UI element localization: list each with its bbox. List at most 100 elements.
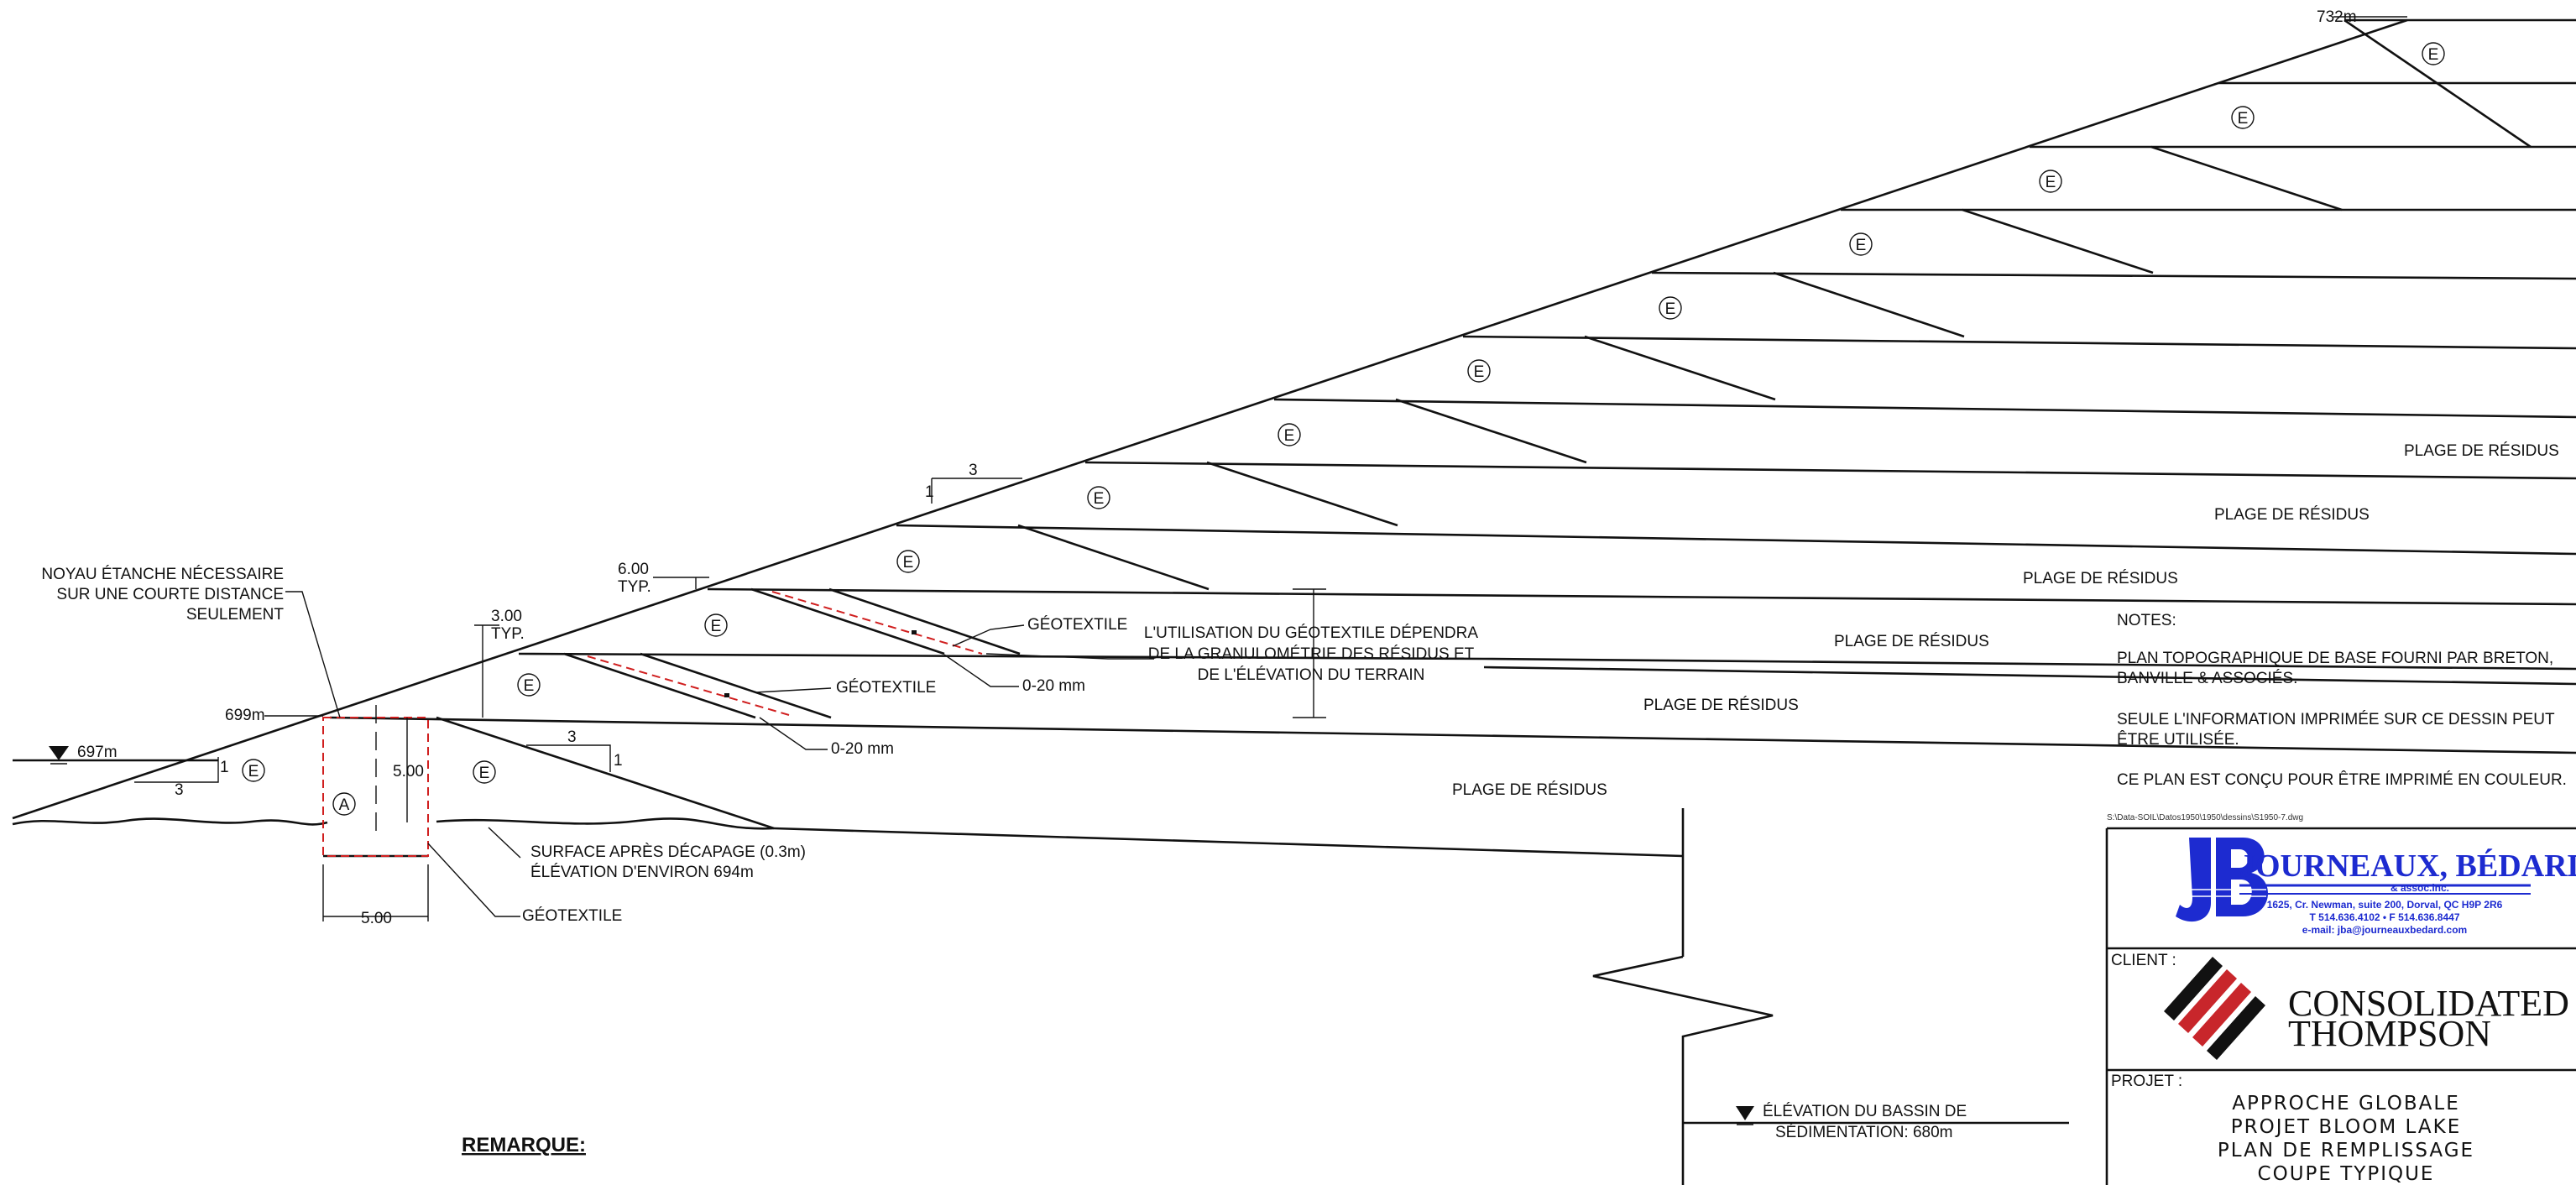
firm-subtitle: & assoc.inc. <box>2391 882 2449 894</box>
geotextile-note: L'UTILISATION DU GÉOTEXTILE DÉPENDRA DE … <box>1144 624 1478 684</box>
water-level-symbol <box>49 746 69 765</box>
geotextile-label-upper: GÉOTEXTILE <box>1027 616 1127 634</box>
geotextile-label-lower: GÉOTEXTILE <box>836 679 936 697</box>
tailings-beach-label: PLAGE DE RÉSIDUS <box>1452 781 1607 799</box>
svg-text:E: E <box>479 765 490 782</box>
lift-height-dim: 3.00 <box>491 608 522 625</box>
geotextile-label-core: GÉOTEXTILE <box>522 907 622 925</box>
svg-text:E: E <box>1665 300 1676 318</box>
filter-marker <box>724 693 729 697</box>
core-depth-dim: 5.00 <box>393 763 424 780</box>
svg-text:E: E <box>1474 363 1485 381</box>
project-line-2: PROJET BLOOM LAKE <box>2231 1116 2461 1138</box>
dimension-lines <box>474 577 1326 718</box>
zone-e-label: E <box>1659 296 1682 320</box>
note-2-cont: ÊTRE UTILISÉE. <box>2117 730 2239 749</box>
svg-text:ÉLÉVATION DU BASSIN DE: ÉLÉVATION DU BASSIN DE <box>1763 1103 1967 1120</box>
berm-lines <box>329 81 2576 754</box>
tailings-beach-label: PLAGE DE RÉSIDUS <box>2214 506 2370 524</box>
crest-width-typ: TYP. <box>618 578 651 596</box>
lift-height-typ: TYP. <box>491 625 525 643</box>
svg-text:E: E <box>1094 490 1105 508</box>
client-logo <box>2164 957 2265 1060</box>
slope-run-left: 3 <box>175 781 184 799</box>
zone-e-label: E <box>1467 359 1491 383</box>
svg-text:E: E <box>524 677 535 695</box>
core-trench <box>322 705 429 921</box>
svg-text:SUR UNE COURTE DISTANCE: SUR UNE COURTE DISTANCE <box>56 586 284 603</box>
zone-e-label: E <box>1278 423 1301 446</box>
note-3: CE PLAN EST CONÇU POUR ÊTRE IMPRIMÉ EN C… <box>2117 770 2567 789</box>
notes-heading: NOTES: <box>2117 612 2176 629</box>
zone-a-label: A <box>332 792 356 816</box>
dam-outer-slope <box>12 18 2576 820</box>
filter-label-lower: 0-20 mm <box>831 740 894 758</box>
zone-e-label: E <box>517 673 541 697</box>
svg-text:E: E <box>1856 237 1867 254</box>
crest-width-dim: 6.00 <box>618 561 649 578</box>
core-width-dim: 5.00 <box>361 910 392 927</box>
slope-rise-left: 1 <box>220 759 229 776</box>
slope-run-upper: 3 <box>969 462 978 479</box>
svg-text:DE LA GRANULOMÉTRIE DES RÉSIDU: DE LA GRANULOMÉTRIE DES RÉSIDUS ET <box>1148 645 1475 663</box>
note-1-cont: BANVILLE & ASSOCIÉS. <box>2117 670 2297 687</box>
zone-label-group: E E E E E E E E E E E E E A <box>242 42 2445 816</box>
svg-text:L'UTILISATION DU GÉOTEXTILE DÉ: L'UTILISATION DU GÉOTEXTILE DÉPENDRA <box>1144 624 1478 642</box>
svg-text:E: E <box>711 618 722 635</box>
filter-marker <box>912 630 917 634</box>
project-line-4: COUPE TYPIQUE <box>2258 1163 2435 1185</box>
zone-e-label: E <box>704 613 728 637</box>
crest-elevation: 732m <box>2317 8 2357 26</box>
firm-name: JOURNEAUX, BÉDARD <box>2239 848 2576 884</box>
basin-elevation-note: ÉLÉVATION DU BASSIN DE SÉDIMENTATION: 68… <box>1763 1103 1967 1141</box>
tailings-beach-label: PLAGE DE RÉSIDUS <box>2023 570 2178 587</box>
water-elevation: 697m <box>77 744 118 761</box>
project-line-3: PLAN DE REMPLISSAGE <box>2218 1140 2474 1162</box>
filter-layers <box>563 587 983 719</box>
zone-e-label: E <box>2422 42 2445 65</box>
dike-elevation: 699m <box>225 707 265 724</box>
core-note: NOYAU ÉTANCHE NÉCESSAIRE SUR UNE COURTE … <box>41 566 284 624</box>
svg-text:E: E <box>903 554 914 572</box>
svg-text:ÉLÉVATION D'ENVIRON 694m: ÉLÉVATION D'ENVIRON 694m <box>530 864 754 881</box>
zone-e-label: E <box>896 550 920 573</box>
client-name-2: THOMPSON <box>2288 1013 2491 1054</box>
zone-e-label: E <box>473 760 496 784</box>
svg-text:A: A <box>339 796 350 814</box>
tailings-beach-label: PLAGE DE RÉSIDUS <box>1834 633 1989 650</box>
project-line-1: APPROCHE GLOBALE <box>2232 1093 2460 1115</box>
svg-text:E: E <box>2428 46 2439 64</box>
client-name-1: CONSOLIDATED <box>2288 983 2569 1024</box>
title-block: JOURNEAUX, BÉDARD & assoc.inc. 1625, Cr.… <box>2105 827 2576 1185</box>
zone-e-label: E <box>2039 170 2062 193</box>
firm-logo <box>2170 838 2269 922</box>
project-label: PROJET : <box>2111 1073 2182 1090</box>
tailings-beach-label: PLAGE DE RÉSIDUS <box>1643 697 1799 714</box>
slope-rise-lower: 1 <box>614 752 623 770</box>
tailings-beach-label: PLAGE DE RÉSIDUS <box>2404 442 2559 460</box>
svg-text:E: E <box>2238 110 2249 128</box>
slope-run-lower: 3 <box>567 728 577 746</box>
leader-lines <box>13 16 2407 917</box>
svg-text:E: E <box>2046 174 2056 191</box>
zone-e-label: E <box>242 759 265 782</box>
remark-heading: REMARQUE: <box>462 1134 586 1156</box>
filter-label-upper: 0-20 mm <box>1022 677 1085 695</box>
svg-text:NOYAU ÉTANCHE NÉCESSAIRE: NOYAU ÉTANCHE NÉCESSAIRE <box>41 566 284 583</box>
surface-note: SURFACE APRÈS DÉCAPAGE (0.3m) ÉLÉVATION … <box>530 843 806 881</box>
svg-text:SEULEMENT: SEULEMENT <box>186 606 285 624</box>
file-path: S:\Data-SOIL\Datos1950\1950\dessins\S195… <box>2107 813 2303 822</box>
notes-block: NOTES: PLAN TOPOGRAPHIQUE DE BASE FOURNI… <box>2107 612 2567 822</box>
basin-level-symbol <box>1736 1106 1754 1125</box>
zone-e-label: E <box>1087 486 1110 509</box>
firm-email: e-mail: jba@journeauxbedard.com <box>2302 924 2467 936</box>
svg-text:E: E <box>1284 427 1295 445</box>
note-1: PLAN TOPOGRAPHIQUE DE BASE FOURNI PAR BR… <box>2117 650 2553 667</box>
svg-text:SÉDIMENTATION: 680m: SÉDIMENTATION: 680m <box>1775 1124 1953 1141</box>
zone-e-label: E <box>1849 232 1873 256</box>
inner-dike-slopes <box>436 18 2532 830</box>
svg-text:DE L'ÉLÉVATION DU TERRAIN: DE L'ÉLÉVATION DU TERRAIN <box>1198 666 1425 684</box>
firm-phone: T 514.636.4102 • F 514.636.8447 <box>2309 911 2459 923</box>
svg-text:E: E <box>248 763 259 780</box>
